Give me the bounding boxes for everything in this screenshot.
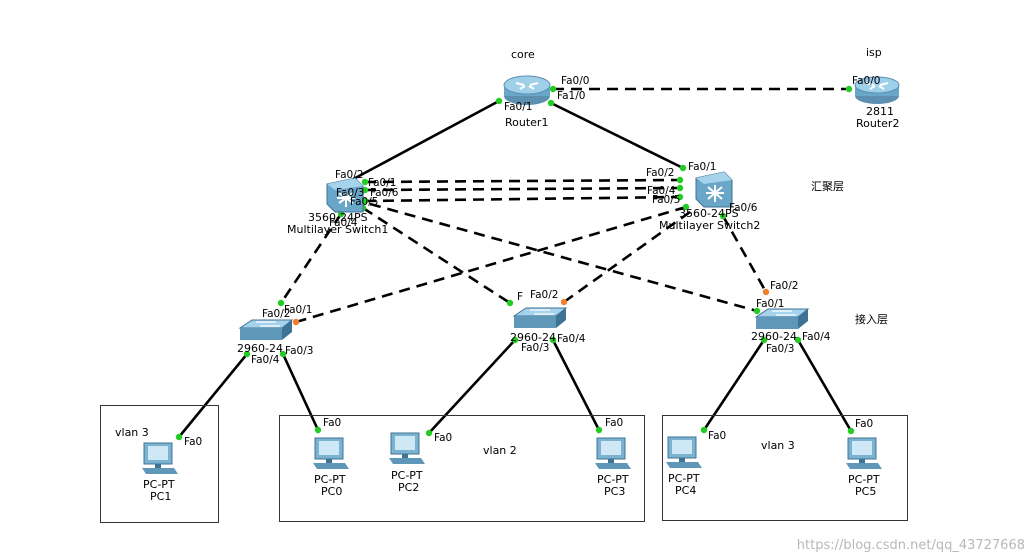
link-mls1-sw3[interactable] xyxy=(369,202,758,313)
port-label: Fa0/6 xyxy=(370,187,399,199)
port-label: Fa0 xyxy=(708,430,727,442)
link-mls1-mls2-fa05[interactable] xyxy=(364,195,681,203)
port-label: Fa1/0 xyxy=(557,90,586,102)
link-sw1-pc0[interactable] xyxy=(281,353,320,431)
vlan-label-box1: vlan 3 xyxy=(115,426,149,439)
watermark: https://blog.csdn.net/qq_43727668 xyxy=(796,538,1025,553)
pc1-label: PC1 xyxy=(150,490,172,503)
port-label: Fa0/4 xyxy=(329,217,358,229)
port-label: Fa0/0 xyxy=(561,75,590,87)
pc0-model-label: PC-PT xyxy=(314,473,346,486)
port-label: Fa0/2 xyxy=(335,169,364,181)
link-mls2-sw2[interactable] xyxy=(563,210,691,304)
port-label: Fa0/4 xyxy=(647,185,676,197)
port-label: Fa0/1 xyxy=(368,177,397,189)
port-label: Fa0 xyxy=(855,418,874,430)
pc4-icon[interactable] xyxy=(665,436,703,470)
link-mls1-mls2-fa03[interactable] xyxy=(364,186,681,192)
router2-icon[interactable] xyxy=(853,75,901,105)
link-mls2-sw3[interactable] xyxy=(721,215,768,293)
pc0-label: PC0 xyxy=(321,485,343,498)
port-label: Fa0/1 xyxy=(284,304,313,316)
pc0-icon[interactable] xyxy=(312,437,350,471)
switch1-icon[interactable] xyxy=(238,318,294,342)
sw1-model-label: 2960-24 xyxy=(237,342,283,355)
port-label: Fa0 xyxy=(323,417,342,429)
vlan-area-pc4-pc5 xyxy=(662,415,908,521)
vlan-area-pc1 xyxy=(100,405,219,523)
mls2-label: Multilayer Switch2 xyxy=(659,219,761,232)
pc5-icon[interactable] xyxy=(845,437,883,471)
switch2-icon[interactable] xyxy=(512,306,568,330)
port-label: Fa0/3 xyxy=(766,343,795,355)
mls1-label: Multilayer Switch1 xyxy=(287,223,389,236)
vlan-label-box3: vlan 3 xyxy=(761,439,795,452)
sw2-model-label: 2960-24 xyxy=(510,331,556,344)
port-label: Fa0/1 xyxy=(756,298,785,310)
pc3-model-label: PC-PT xyxy=(597,473,629,486)
port-label: Fa0/4 xyxy=(802,331,831,343)
pc2-model-label: PC-PT xyxy=(391,469,423,482)
router2-model-label: 2811 xyxy=(866,105,894,118)
port-label: Fa0/5 xyxy=(350,196,379,208)
vlan-label-box2: vlan 2 xyxy=(483,444,517,457)
vlan-area-pc0-pc3 xyxy=(279,415,645,522)
switch3-icon[interactable] xyxy=(754,307,810,331)
link-router1-mls1[interactable] xyxy=(345,99,500,185)
sw3-model-label: 2960-24 xyxy=(751,330,797,343)
port-label: Fa0/3 xyxy=(336,187,365,199)
pc1-icon[interactable] xyxy=(141,442,179,476)
port-label: Fa0/2 xyxy=(530,289,559,301)
port-label: Fa0/4 xyxy=(557,333,586,345)
port-label: Fa0/4 xyxy=(251,354,280,366)
zone-label-access: 接入层 xyxy=(855,313,888,326)
pc3-icon[interactable] xyxy=(594,437,632,471)
port-label: F xyxy=(517,291,524,303)
pc2-icon[interactable] xyxy=(388,432,426,466)
link-sw1-pc1[interactable] xyxy=(177,353,249,438)
mls1-model-label: 3560-24PS xyxy=(308,211,368,224)
pc5-label: PC5 xyxy=(855,485,877,498)
link-sw2-pc2[interactable] xyxy=(428,339,516,434)
pc4-model-label: PC-PT xyxy=(668,472,700,485)
port-label: Fa0/1 xyxy=(688,161,717,173)
router2-label: Router2 xyxy=(856,117,900,130)
router1-label: Router1 xyxy=(505,116,549,129)
port-label: Fa0 xyxy=(605,417,624,429)
zone-label-core: core xyxy=(511,48,535,61)
pc3-label: PC3 xyxy=(604,485,626,498)
port-label: Fa0/2 xyxy=(646,167,675,179)
multilayer-switch2-icon[interactable] xyxy=(694,170,734,210)
port-label: Fa0/3 xyxy=(521,342,550,354)
pc5-model-label: PC-PT xyxy=(848,473,880,486)
pc4-label: PC4 xyxy=(675,484,697,497)
link-mls1-sw2[interactable] xyxy=(362,206,511,305)
mls2-model-label: 3560-24PS xyxy=(679,207,739,220)
link-router1-mls2[interactable] xyxy=(550,101,684,170)
multilayer-switch1-icon[interactable] xyxy=(325,176,365,214)
link-mls1-mls2-fa01[interactable] xyxy=(364,178,681,184)
port-label: Fa0/0 xyxy=(852,75,881,87)
port-label: Fa0/2 xyxy=(770,280,799,292)
pc1-model-label: PC-PT xyxy=(143,478,175,491)
zone-label-isp: isp xyxy=(866,46,882,59)
port-label: Fa0/1 xyxy=(504,101,533,113)
port-label: Fa0/3 xyxy=(285,345,314,357)
port-label: Fa0 xyxy=(184,436,203,448)
zone-label-distribution: 汇聚层 xyxy=(811,180,844,193)
port-label: Fa0 xyxy=(434,432,453,444)
port-label: Fa0/2 xyxy=(262,308,291,320)
port-label: Fa0/5 xyxy=(652,194,681,206)
pc2-label: PC2 xyxy=(398,481,420,494)
link-mls2-sw1[interactable] xyxy=(295,205,687,324)
port-label: Fa0/6 xyxy=(729,202,758,214)
router1-icon[interactable] xyxy=(502,74,552,106)
